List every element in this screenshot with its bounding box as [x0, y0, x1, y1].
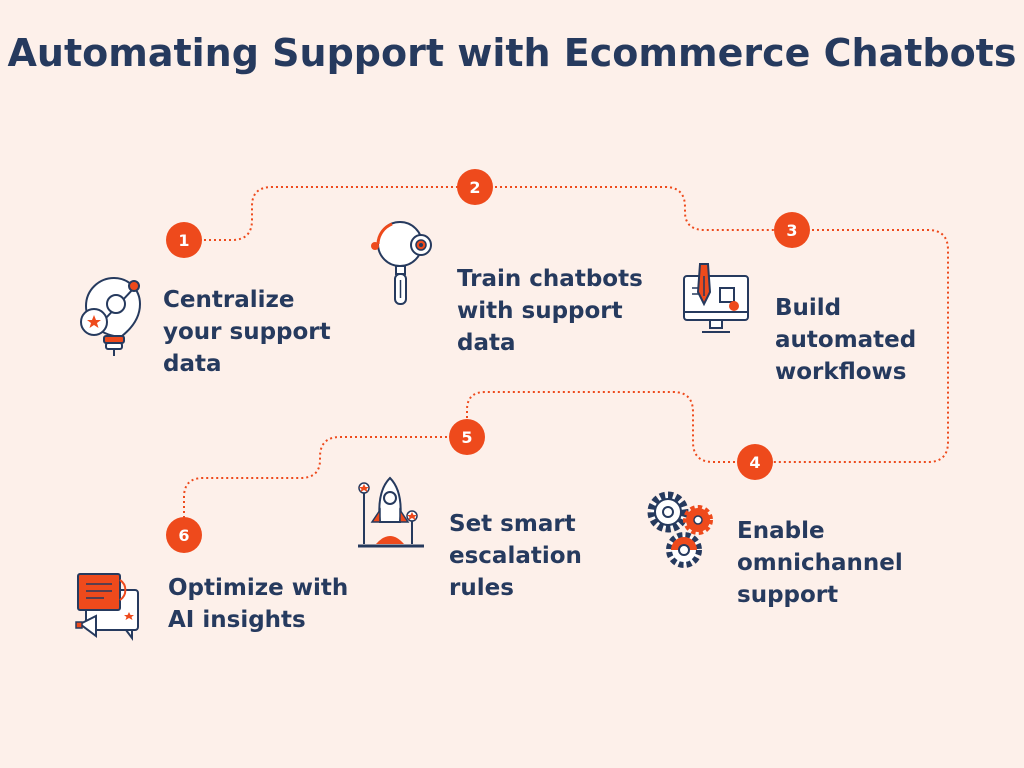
chat-megaphone-icon [75, 573, 139, 641]
step-4-label: Enable omnichannel support [737, 518, 903, 608]
connector-2-3 [475, 186, 792, 231]
step-1-badge: 1 [166, 222, 202, 258]
connector-5-6 [183, 436, 467, 535]
step-5-badge: 5 [449, 419, 485, 455]
step-6-badge: 6 [166, 517, 202, 553]
step-3-badge: 3 [774, 212, 810, 248]
step-4-badge: 4 [737, 444, 773, 480]
page-title: Automating Support with Ecommerce Chatbo… [7, 31, 1017, 75]
step-2-badge: 2 [457, 169, 493, 205]
lightbulb-icon [80, 276, 142, 356]
connector-4-5 [466, 391, 755, 463]
step-2-label: Train chatbots with support data [457, 266, 643, 356]
connector-1-2 [184, 186, 475, 241]
gears-icon [647, 491, 713, 568]
step-6-label: Optimize with AI insights [168, 575, 349, 633]
step-5-label: Set smart escalation rules [449, 511, 582, 601]
magnifier-icon [371, 221, 432, 305]
rocket-icon [358, 476, 424, 548]
step-1-label: Centralize your support data [163, 287, 331, 377]
step-3-label: Build automated workflows [775, 295, 917, 385]
monitor-pen-icon [683, 263, 749, 333]
